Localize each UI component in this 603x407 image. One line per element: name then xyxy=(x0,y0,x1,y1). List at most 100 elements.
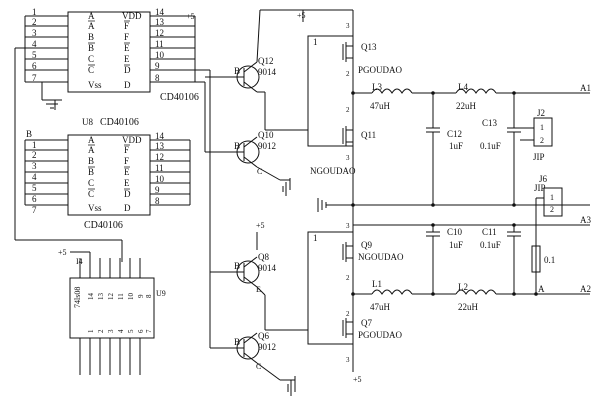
u9-top-pin-9: 9 xyxy=(137,294,145,298)
filter-top: L3 47uH L4 22uH A1 C12 1uF C13 0.1uF J2 … xyxy=(353,82,591,205)
l4-ref: L4 xyxy=(458,82,468,92)
l4-value: 22uH xyxy=(456,101,477,111)
vcc-top-label: +5 xyxy=(297,11,306,20)
q13-pin-2: 2 xyxy=(346,70,350,78)
u7-name-a: A xyxy=(88,11,95,21)
u8-pin-11: 11 xyxy=(155,163,164,173)
u9-top-pin-8: 8 xyxy=(145,294,153,298)
j2-pin-1: 1 xyxy=(540,123,544,132)
u9-top-pin-13: 13 xyxy=(97,293,105,301)
u8-body xyxy=(67,134,151,216)
mosfet-q9: Q9 NGOUDAO xyxy=(342,240,404,262)
node-a-label: A xyxy=(538,284,545,294)
q11-pin-2: 2 xyxy=(346,106,350,114)
u8-name-a: A xyxy=(88,135,95,145)
u7-pin-10: 10 xyxy=(155,50,165,60)
u8-pin-4: 4 xyxy=(32,172,37,182)
u8-pin-5: 5 xyxy=(32,183,37,193)
output-a1: A1 xyxy=(580,83,591,93)
q8-part: 9014 xyxy=(258,263,277,273)
u9-top-label: I4 xyxy=(76,257,83,266)
q12-part: 9014 xyxy=(258,67,277,77)
j2-ref: J2 xyxy=(537,108,545,118)
connector-j2: J2 1 2 JIP xyxy=(520,108,553,162)
u7-name-f: F xyxy=(124,32,129,42)
l3-value: 47uH xyxy=(370,101,391,111)
base-drive-wiring xyxy=(204,140,211,348)
filter-bottom: L1 47uH L2 22uH A A2 C10 1uF C11 0.1uF 0… xyxy=(353,225,591,312)
u7-pin-3: 3 xyxy=(32,28,37,38)
l2-ref: L2 xyxy=(458,282,468,292)
u7-name-e-bar: E xyxy=(124,43,130,53)
u8-side-label: B xyxy=(26,129,32,139)
c12-ref: C12 xyxy=(447,129,462,139)
u7-pin-5: 5 xyxy=(32,50,37,60)
ic-u9: +5 I4 U9 74ls08 14 13 12 11 10 9 8 1 2 3… xyxy=(58,248,166,375)
u8-name-e: E xyxy=(124,178,130,188)
transistor-q12: B Q12 9014 xyxy=(205,9,277,130)
u9-bot-pin-7: 7 xyxy=(145,329,153,333)
j6-pin-2: 2 xyxy=(550,205,554,214)
q10-part: 9012 xyxy=(258,141,276,151)
inductor-l3 xyxy=(371,88,413,94)
mid-rail: A3 J6 JIP 1 2 xyxy=(353,174,591,294)
transistor-q8: +5 B Q8 9014 E xyxy=(210,221,277,330)
u7-body xyxy=(67,11,151,93)
u8-name-f-bar: F xyxy=(124,145,129,155)
q7-pin-2: 2 xyxy=(346,310,350,318)
q13-pin-3: 3 xyxy=(346,22,350,30)
u9-ref: U9 xyxy=(156,289,166,298)
u7-name-e: E xyxy=(124,54,130,64)
l1-ref: L1 xyxy=(372,279,382,289)
j2-pin-2: 2 xyxy=(540,136,544,145)
u7-pin-8: 8 xyxy=(155,73,160,83)
u8-pin-13: 13 xyxy=(155,141,165,151)
u7-name-f-bar: F xyxy=(124,21,129,31)
u7-pin-13: 13 xyxy=(155,17,165,27)
u8-pin-7: 7 xyxy=(32,205,37,215)
u9-vcc: +5 xyxy=(58,248,67,257)
u9-top-pin-14: 14 xyxy=(87,293,95,301)
q13-part: PGOUDAO xyxy=(358,65,403,75)
q13-ref: Q13 xyxy=(361,42,377,52)
u8-pin-3: 3 xyxy=(32,161,37,171)
u7-part-name: CD40106 xyxy=(160,92,199,103)
c10-ref: C10 xyxy=(447,227,463,237)
q6-pin-c: C xyxy=(256,362,261,371)
u8-name-vss: Vss xyxy=(88,203,102,213)
q8-vcc: +5 xyxy=(256,221,265,230)
q8-pin-e: E xyxy=(256,285,261,294)
q11-ref: Q11 xyxy=(361,130,376,140)
sense-resistor xyxy=(531,245,541,273)
u9-top-pin-12: 12 xyxy=(107,293,115,301)
q9-part: NGOUDAO xyxy=(358,252,404,262)
u7-name-vdd: VDD xyxy=(122,11,142,21)
u8-pin-1: 1 xyxy=(32,140,37,150)
u8-ref: U8 xyxy=(82,117,93,127)
j6-label: JIP xyxy=(534,183,546,193)
u8-pin-10: 10 xyxy=(155,174,165,184)
mosfet-gate-box-top: +5 1 3 2 2 3 Q13 PGOUDAO Q11 NGOUDAO xyxy=(260,9,403,340)
q6-ref: Q6 xyxy=(258,331,269,341)
c11-value: 0.1uF xyxy=(480,240,501,250)
q9-pin-2: 2 xyxy=(346,274,350,282)
vcc-bottom-label: +5 xyxy=(353,375,362,384)
u8-name-b: B xyxy=(88,156,94,166)
u7-name-d: D xyxy=(124,80,131,90)
u7-pin-11: 11 xyxy=(155,39,164,49)
u8-name-b-bar: B xyxy=(88,167,94,177)
junctions xyxy=(351,91,538,296)
l3-ref: L3 xyxy=(372,82,382,92)
mosfet-q11: Q11 NGOUDAO xyxy=(310,126,376,176)
u9-bot-pin-6: 6 xyxy=(137,329,145,333)
transistor-q10: B Q10 9012 C xyxy=(205,130,291,196)
u7-pin-2: 2 xyxy=(32,17,37,27)
q11-pin-3: 3 xyxy=(346,154,350,162)
u9-bot-pin-5: 5 xyxy=(127,329,135,333)
c13-ref: C13 xyxy=(482,118,498,128)
u8-wiring xyxy=(15,140,191,262)
u9-top-pin-10: 10 xyxy=(127,293,135,301)
u7-pin-12: 12 xyxy=(155,28,164,38)
q6-pin-b: B xyxy=(234,337,240,347)
connector-j6: J6 JIP 1 2 xyxy=(534,174,563,294)
